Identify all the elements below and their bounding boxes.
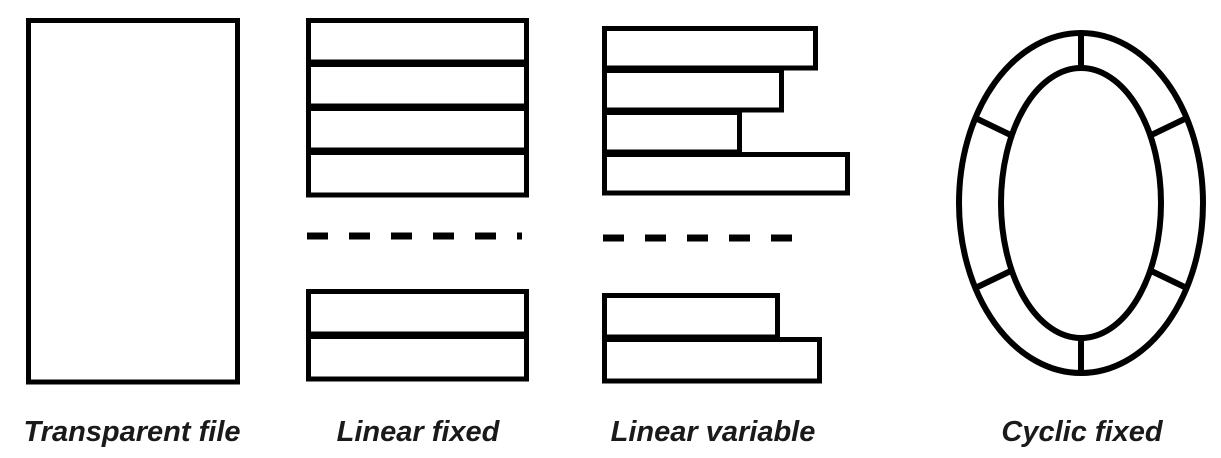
- panel-linear-variable: [602, 26, 850, 384]
- panel-transparent-file: [26, 18, 240, 385]
- record-row: [602, 110, 742, 155]
- record-row: [306, 150, 529, 198]
- panel-label-linear-variable: Linear variable: [611, 416, 816, 448]
- record-row: [306, 106, 529, 153]
- record-block: [306, 289, 529, 382]
- panel-label-transparent-file: Transparent file: [23, 416, 240, 448]
- record-block: [602, 26, 850, 196]
- record-row: [602, 293, 780, 340]
- record-row: [306, 62, 529, 109]
- record-block: [602, 293, 822, 384]
- ring-spoke: [974, 267, 1014, 291]
- labels-layer: Transparent file Linear fixed Linear varia…: [23, 416, 1163, 448]
- panel-label-linear-fixed: Linear fixed: [337, 416, 501, 448]
- panel-linear-fixed: [306, 18, 529, 382]
- record-row: [602, 152, 850, 196]
- record-block: [306, 18, 529, 198]
- record-row: [306, 334, 529, 382]
- ring-spoke: [974, 115, 1014, 139]
- panel-label-cyclic-fixed: Cyclic fixed: [1001, 416, 1163, 448]
- record-row: [602, 26, 818, 71]
- record-row: [306, 289, 529, 337]
- panel-cyclic-fixed: [956, 30, 1206, 376]
- record-row: [602, 337, 822, 384]
- record-row: [26, 18, 240, 385]
- panels-layer: [26, 18, 1206, 385]
- ring-spoke: [1148, 267, 1188, 291]
- record-row: [306, 18, 529, 65]
- record-block: [26, 18, 240, 385]
- ring-spoke: [1148, 115, 1188, 139]
- record-row: [602, 68, 784, 113]
